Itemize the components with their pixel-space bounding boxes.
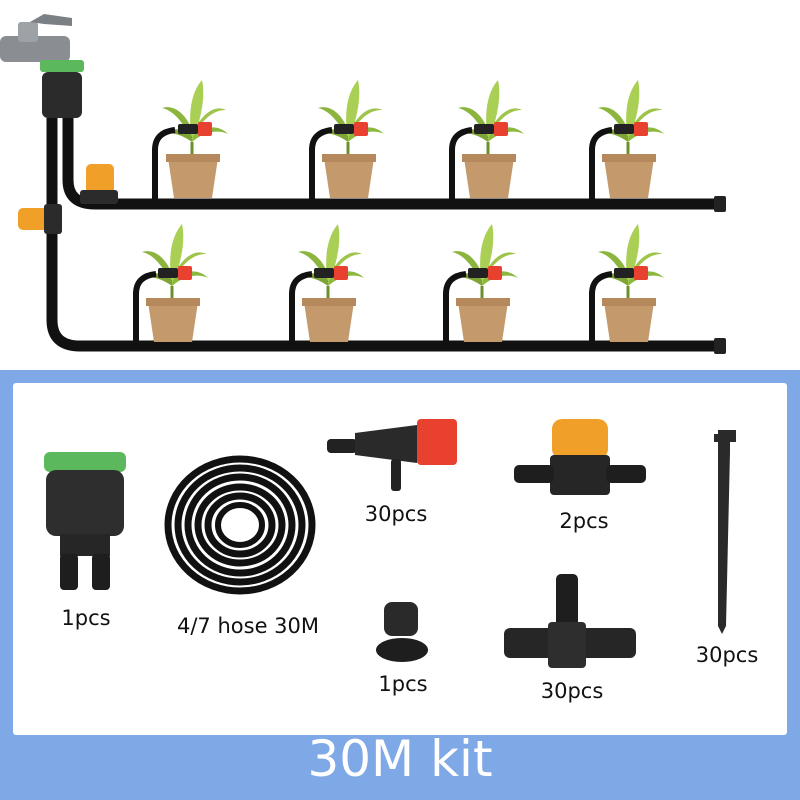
hose-qty: 4/7 hose 30M (176, 614, 320, 638)
plant-row-top (152, 78, 666, 204)
kit-title: 30M kit (307, 730, 493, 788)
kit-panel (0, 370, 800, 800)
hose-coil-icon (164, 455, 316, 595)
tap-adapter-icon (44, 452, 126, 590)
faucet-icon (0, 14, 84, 118)
end-plug-icon (376, 602, 428, 662)
tee-connector-icon (504, 574, 636, 668)
orange-valve-icon (514, 419, 646, 495)
dripper-qty: 30pcs (364, 502, 428, 526)
red-dripper-icon (327, 419, 457, 491)
ground-stake-icon (714, 430, 736, 634)
irrigation-scene (0, 14, 726, 354)
lower-hose (46, 118, 720, 352)
plant-row-bottom (133, 222, 666, 346)
upper-valve-icon (80, 164, 118, 204)
stake-qty: 30pcs (695, 643, 759, 667)
tee-qty: 30pcs (540, 679, 604, 703)
lower-valve-icon (18, 204, 62, 234)
valve-qty: 2pcs (559, 509, 609, 533)
tap-adapter-qty: 1pcs (61, 606, 111, 630)
end-plug-qty: 1pcs (378, 672, 428, 696)
